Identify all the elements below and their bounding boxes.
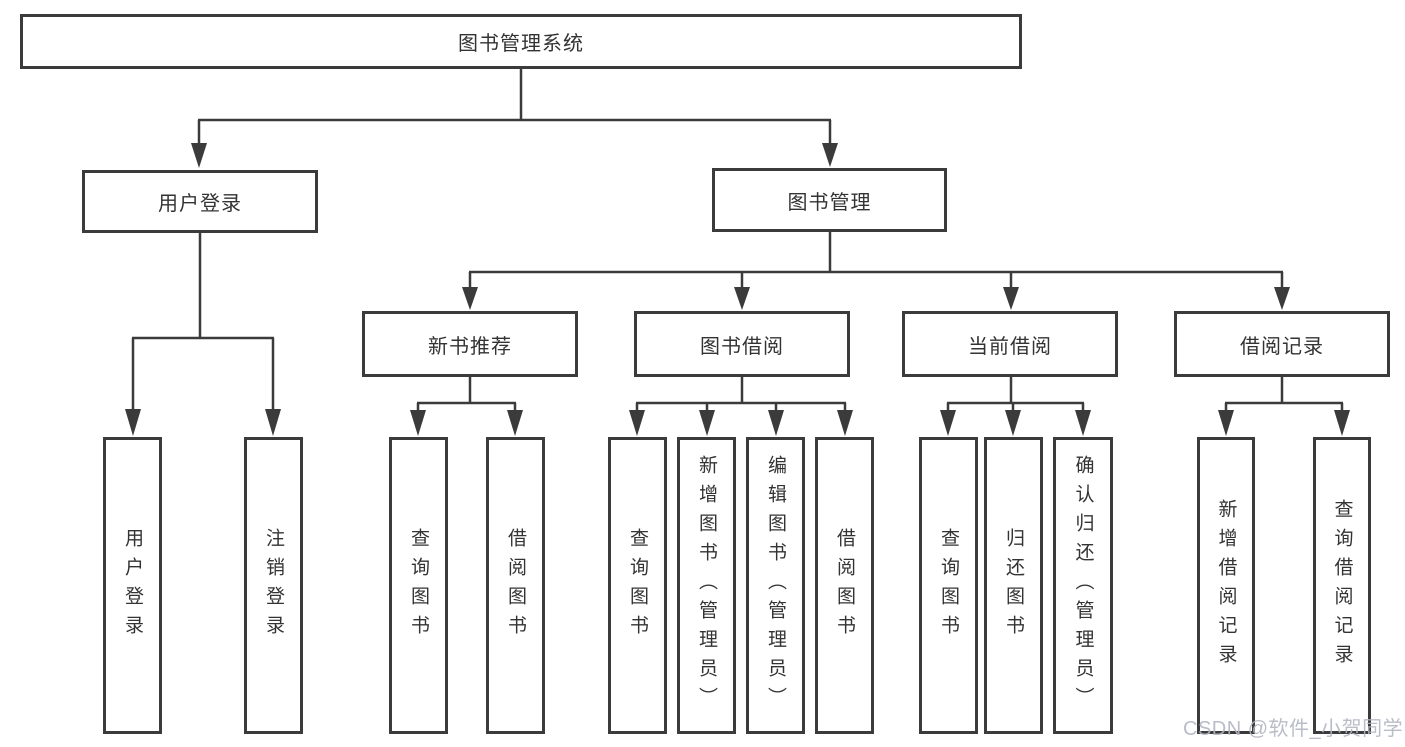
node-query-borrow-record-label: 查询借阅记录 — [1331, 498, 1353, 673]
node-borrowing-records-label: 借阅记录 — [1240, 335, 1324, 358]
node-current-borrowing-label: 当前借阅 — [968, 335, 1052, 358]
node-logout: 注销登录 — [244, 437, 303, 734]
node-book-management: 图书管理 — [712, 168, 947, 232]
node-query-books-borrowing: 查询图书 — [608, 437, 667, 734]
node-new-book-recommendation: 新书推荐 — [362, 311, 578, 377]
node-confirm-return-admin-label: 确认归还（管理员） — [1072, 455, 1094, 716]
node-return-books: 归还图书 — [984, 437, 1043, 734]
node-query-books-current: 查询图书 — [919, 437, 978, 734]
node-library-system-label: 图书管理系统 — [458, 33, 584, 55]
node-user-login-leaf-label: 用户登录 — [122, 527, 143, 644]
node-user-login-branch-label: 用户登录 — [158, 193, 242, 215]
node-query-books-recommend-label: 查询图书 — [408, 527, 429, 644]
node-return-books-label: 归还图书 — [1003, 527, 1024, 644]
node-borrow-books-recommend: 借阅图书 — [486, 437, 545, 734]
node-logout-label: 注销登录 — [263, 527, 284, 644]
node-library-system: 图书管理系统 — [20, 14, 1022, 69]
node-book-borrowing-label: 图书借阅 — [700, 335, 784, 358]
node-current-borrowing: 当前借阅 — [902, 311, 1118, 377]
node-borrow-books-leaf-label: 借阅图书 — [834, 527, 855, 644]
csdn-watermark: CSDN @软件_小贺同学 — [1183, 718, 1404, 740]
node-edit-book-admin: 编辑图书（管理员） — [746, 437, 805, 734]
node-add-borrow-record-label: 新增借阅记录 — [1215, 498, 1237, 673]
node-query-books-recommend: 查询图书 — [389, 437, 448, 734]
node-new-book-recommendation-label: 新书推荐 — [428, 335, 512, 358]
node-user-login-leaf: 用户登录 — [103, 437, 162, 734]
node-borrow-books-leaf: 借阅图书 — [815, 437, 874, 734]
node-book-management-label: 图书管理 — [787, 191, 872, 214]
node-confirm-return-admin: 确认归还（管理员） — [1053, 437, 1113, 734]
node-query-books-current-label: 查询图书 — [938, 527, 959, 644]
node-borrowing-records: 借阅记录 — [1174, 311, 1390, 377]
node-query-borrow-record: 查询借阅记录 — [1313, 437, 1371, 734]
node-book-borrowing: 图书借阅 — [634, 311, 850, 377]
node-add-borrow-record: 新增借阅记录 — [1197, 437, 1255, 734]
node-borrow-books-recommend-label: 借阅图书 — [505, 527, 526, 644]
node-user-login-branch: 用户登录 — [82, 170, 318, 233]
node-query-books-borrowing-label: 查询图书 — [627, 527, 648, 644]
node-add-book-admin: 新增图书（管理员） — [677, 437, 736, 734]
arrowhead-icons — [125, 143, 1350, 436]
node-edit-book-admin-label: 编辑图书（管理员） — [765, 455, 786, 716]
node-add-book-admin-label: 新增图书（管理员） — [696, 455, 717, 716]
